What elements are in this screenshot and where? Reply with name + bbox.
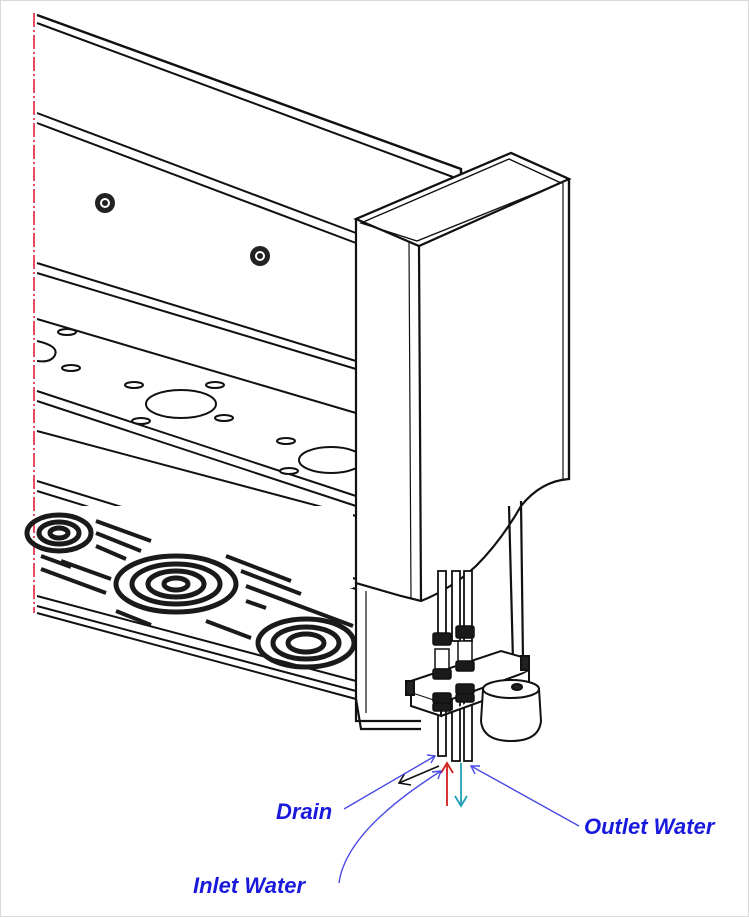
drain-arrow	[397, 765, 440, 786]
fan	[255, 616, 357, 670]
grille-slats	[40, 519, 354, 640]
drain-label: Drain	[276, 799, 332, 824]
knob	[95, 193, 115, 213]
knob	[250, 246, 270, 266]
leader-lines	[338, 754, 580, 884]
inlet-arrow	[440, 761, 454, 806]
inlet-water-label: Inlet Water	[193, 873, 307, 898]
fan	[113, 553, 239, 615]
fan-grille	[24, 506, 357, 670]
outlet-water-label: Outlet Water	[584, 814, 716, 839]
drain-cup	[479, 679, 543, 743]
outlet-arrow	[454, 763, 468, 808]
fan	[24, 512, 94, 554]
side-tower	[353, 151, 572, 731]
pipe-fittings	[432, 625, 475, 712]
tray-holes	[36, 328, 364, 475]
